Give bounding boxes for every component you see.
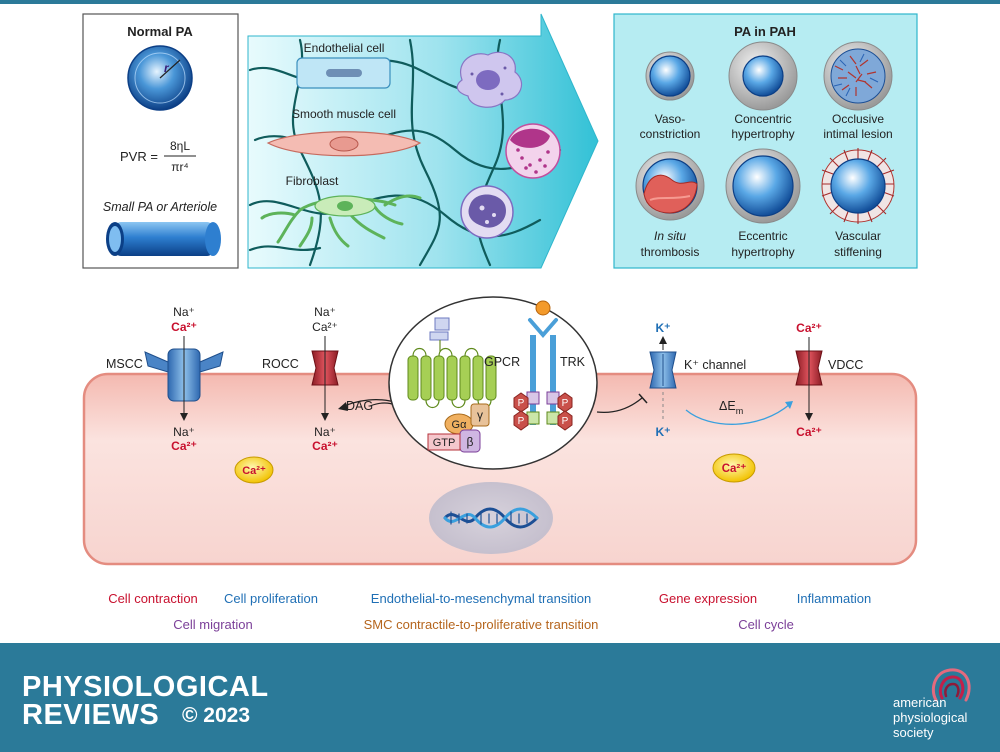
outcome-cell-cycle: Cell cycle <box>738 617 794 632</box>
pah-item-3-line1: Occlusive <box>832 112 884 126</box>
rocc-intracellular-na: Na⁺ <box>314 425 336 439</box>
delta-em-arrow <box>685 403 791 425</box>
radius-symbol: r <box>164 61 170 75</box>
pvr-numerator: 8ηL <box>170 139 190 153</box>
trk-p-3: P <box>518 416 525 427</box>
macrophage-cell <box>456 51 523 108</box>
gpcr-receptor <box>407 317 497 409</box>
society-name-line3: society <box>893 725 934 740</box>
aps-logo-icon <box>931 668 971 702</box>
k-channel <box>649 351 677 389</box>
vdcc-extracellular-ca: Ca²⁺ <box>796 321 822 335</box>
normal-pa-title: Normal PA <box>127 24 193 39</box>
vasoconstriction-vessel <box>645 51 695 101</box>
outcome-labels: Cell contraction Cell proliferation Endo… <box>108 591 871 632</box>
small-pa-tube-illustration <box>106 222 221 256</box>
mscc-intracellular-ca: Ca²⁺ <box>171 439 197 453</box>
footer-background <box>0 643 1000 752</box>
pa-in-pah-panel: PA in PAH Vaso- constriction Concentric … <box>613 13 918 269</box>
smooth-muscle-cell-label: Smooth muscle cell <box>292 107 396 121</box>
pah-item-2-line2: hypertrophy <box>731 127 794 141</box>
delta-em-label: ΔEm <box>719 399 743 416</box>
pvr-denominator: πr⁴ <box>171 160 188 174</box>
normal-pa-panel: Normal PA r PVR = 8ηL πr⁴ Small PA or Ar… <box>82 13 239 269</box>
vascular-stiffening-vessel <box>821 148 895 224</box>
calcium-bubble-left <box>234 456 274 484</box>
k-channel-label: K⁺ channel <box>684 358 746 372</box>
outcome-cell-contraction: Cell contraction <box>108 591 198 606</box>
concentric-hypertrophy-vessel <box>728 41 798 111</box>
g-gamma-label: γ <box>477 408 483 422</box>
pah-item-5-line2: hypertrophy <box>731 245 794 259</box>
mscc-extracellular-na: Na⁺ <box>173 305 195 319</box>
mscc-extracellular-ca: Ca²⁺ <box>171 320 197 334</box>
outcome-endothelial-mesenchymal: Endothelial-to-mesenchymal transition <box>371 591 591 606</box>
endothelial-cell-label: Endothelial cell <box>304 41 385 55</box>
top-rule <box>0 0 1000 4</box>
outcome-gene-expression: Gene expression <box>659 591 757 606</box>
smooth-muscle-cell-diagram: MSCC Na⁺ Ca²⁺ Na⁺ Ca²⁺ ROCC Na⁺ Ca²⁺ Na⁺… <box>82 296 918 566</box>
outcome-smc-transition: SMC contractile-to-proliferative transit… <box>364 617 599 632</box>
trk-p-4: P <box>562 416 569 427</box>
calcium-bubble-right <box>712 453 756 483</box>
outcome-inflammation: Inflammation <box>797 591 871 606</box>
trk-p-1: P <box>518 398 525 409</box>
outcome-cell-proliferation: Cell proliferation <box>224 591 318 606</box>
pvr-label: PVR = <box>120 149 158 164</box>
inhibition-arrow <box>596 397 643 413</box>
k-extracellular-label: K⁺ <box>656 321 671 335</box>
society-name-line2: physiological <box>893 710 968 725</box>
g-protein-complex <box>427 403 490 453</box>
vdcc-label: VDCC <box>828 358 863 372</box>
mscc-label: MSCC <box>106 357 143 371</box>
dna-helix <box>443 507 539 529</box>
footer-banner: PHYSIOLOGICAL REVIEWS © 2023 american ph… <box>0 643 1000 752</box>
copyright-year: © 2023 <box>182 704 250 727</box>
fibroblast-label: Fibroblast <box>286 174 339 188</box>
gtp-label: GTP <box>433 437 456 449</box>
pah-title: PA in PAH <box>734 24 796 39</box>
lymphocyte-cell <box>460 185 514 239</box>
rocc-intracellular-ca: Ca²⁺ <box>312 439 338 453</box>
mscc-intracellular-na: Na⁺ <box>173 425 195 439</box>
pah-item-6-line2: stiffening <box>834 245 882 259</box>
pah-item-5-line1: Eccentric <box>738 229 787 243</box>
in-situ-thrombosis-vessel <box>635 151 705 221</box>
eccentric-hypertrophy-vessel <box>725 148 801 224</box>
vessel-wall-cells-panel: Endothelial cell Smooth muscle cell Fibr… <box>247 13 599 269</box>
g-alpha-label: Gα <box>452 419 468 431</box>
outcome-cell-migration: Cell migration <box>173 617 252 632</box>
rocc-extracellular-na: Na⁺ <box>314 305 336 319</box>
vdcc-intracellular-ca: Ca²⁺ <box>796 425 822 439</box>
pah-item-6-line1: Vascular <box>835 229 881 243</box>
pah-item-2-line1: Concentric <box>734 112 791 126</box>
pah-item-3-line2: intimal lesion <box>823 127 892 141</box>
g-beta-label: β <box>467 435 474 449</box>
pah-item-4-line1: In situ <box>654 229 686 243</box>
mast-cell <box>505 123 561 179</box>
k-intracellular-label: K⁺ <box>656 425 671 439</box>
trk-p-2: P <box>562 398 569 409</box>
occlusive-intimal-lesion-vessel <box>823 41 893 111</box>
pah-item-1-line1: Vaso- <box>655 112 685 126</box>
journal-name-line2: REVIEWS <box>22 699 159 731</box>
journal-name-line1: PHYSIOLOGICAL <box>22 671 269 703</box>
rocc-label: ROCC <box>262 357 299 371</box>
society-name-line1: american <box>893 695 946 710</box>
calcium-bubble-left-label: Ca²⁺ <box>242 465 266 477</box>
trk-receptor <box>513 300 573 431</box>
pah-item-1-line2: constriction <box>640 127 701 141</box>
calcium-bubble-right-label: Ca²⁺ <box>722 463 747 475</box>
rocc-extracellular-ca: Ca²⁺ <box>312 320 338 334</box>
radius-line <box>159 59 181 79</box>
trk-label: TRK <box>560 355 586 369</box>
gpcr-label: GPCR <box>484 355 520 369</box>
pah-item-4-line2: thrombosis <box>641 245 700 259</box>
nucleus <box>429 482 553 554</box>
vessel-caption: Small PA or Arteriole <box>103 200 217 214</box>
